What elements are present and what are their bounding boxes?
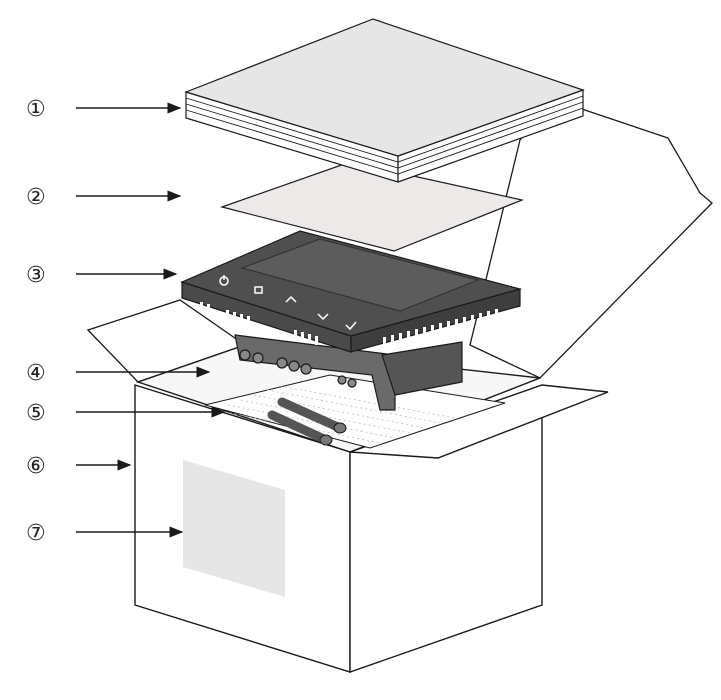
power-button-icon [219, 275, 229, 286]
callout-5: ⑤ [26, 401, 46, 426]
screws [267, 397, 347, 446]
callout-1: ① [26, 97, 46, 122]
mode-button-icon [254, 286, 263, 294]
manual-stack [184, 18, 585, 183]
manual-stack-top [184, 18, 585, 157]
callout-4: ④ [26, 361, 46, 386]
manual-page-edges [185, 95, 584, 175]
callout-labels: ① ② ③ ④ ⑤ ⑥ ⑦ [26, 97, 46, 546]
up-button-icon [285, 295, 297, 303]
thermostat-device [180, 230, 523, 411]
box-back-flaps [86, 99, 713, 383]
screw-1 [277, 397, 347, 434]
thermostat-terminals [239, 349, 357, 388]
thermostat-buttons [219, 275, 357, 331]
callout-7: ⑦ [26, 521, 46, 546]
box-label-patch [183, 460, 285, 597]
thermostat-back-block [381, 341, 463, 396]
confirm-button-icon [345, 321, 357, 331]
down-button-icon [317, 313, 329, 321]
callout-2: ② [26, 185, 46, 210]
thermostat-side-vents [383, 309, 498, 346]
thermostat-screen [240, 238, 480, 312]
callout-3: ③ [26, 263, 46, 288]
callout-6: ⑥ [26, 454, 46, 479]
callout-arrows [76, 102, 226, 538]
protective-film [219, 161, 525, 252]
thermostat-front-vents [200, 302, 318, 345]
screw-2 [267, 410, 333, 446]
box-right-flap [469, 99, 713, 379]
